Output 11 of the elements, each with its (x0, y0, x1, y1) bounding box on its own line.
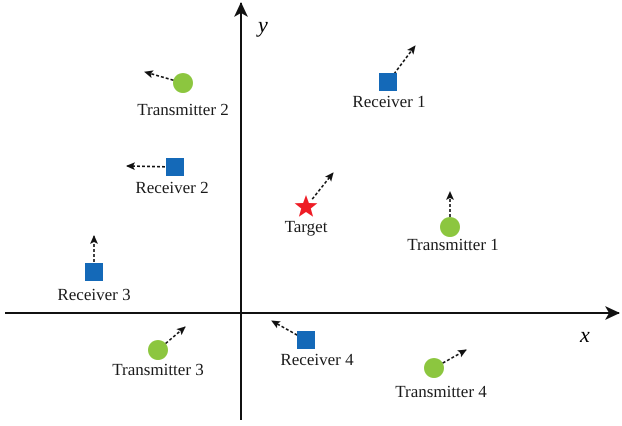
node-label: Transmitter 4 (395, 383, 487, 401)
node-label: Transmitter 1 (407, 236, 499, 254)
node-label: Receiver 3 (57, 286, 131, 304)
axis-label: y (258, 14, 268, 36)
node-label: Receiver 4 (280, 351, 354, 369)
node-label: Receiver 1 (352, 93, 426, 111)
node-label: Receiver 2 (135, 179, 209, 197)
axis-label: x (580, 324, 590, 346)
node-label: Target (284, 218, 328, 236)
node-label: Transmitter 2 (137, 101, 229, 119)
node-label: Transmitter 3 (112, 361, 204, 379)
